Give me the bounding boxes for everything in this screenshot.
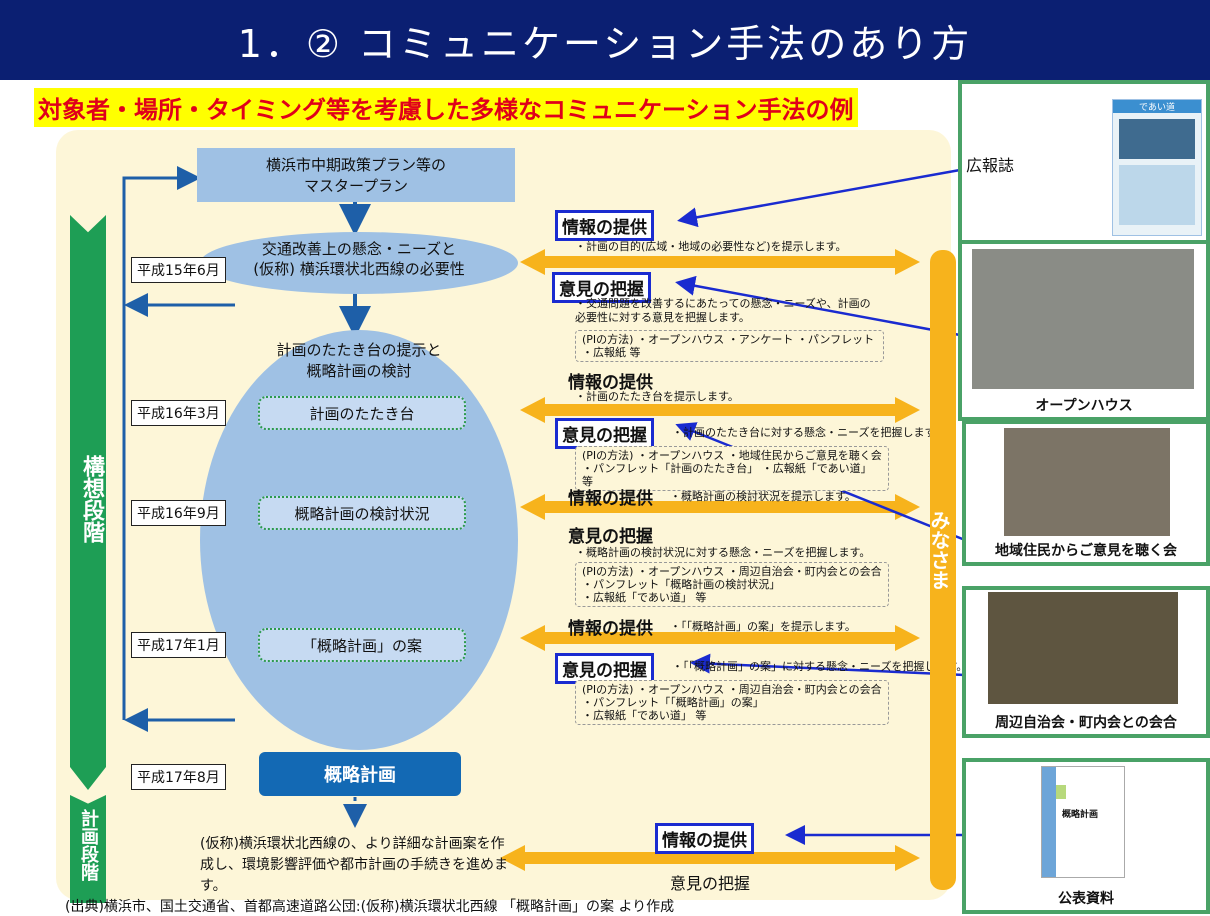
open-house-caption: オープンハウス — [1035, 398, 1133, 414]
info-text: ・計画のたたき台を提示します。 — [575, 390, 739, 403]
date-label: 平成16年3月 — [131, 400, 226, 426]
info-heading: 情報の提供 — [568, 489, 653, 509]
date-label: 平成17年1月 — [131, 632, 226, 658]
next-step-text: (仮称)横浜環状北西線の、より詳細な計画案を作 成し、環境影響評価や都市計画の手… — [200, 836, 508, 894]
opinion-text: ・計画のたたき台に対する懸念・ニーズを把握します。 — [672, 426, 946, 439]
public-doc-frame: 概略計画 公表資料 — [962, 758, 1210, 914]
public-doc-caption: 公表資料 — [1058, 891, 1114, 907]
minasama-label: みなさま — [927, 510, 951, 590]
an-box: 「概略計画」の案 — [258, 628, 466, 662]
date-label: 平成16年9月 — [131, 500, 226, 526]
opinion-heading: 意見の把握 — [555, 653, 654, 684]
info-heading: 情報の提供 — [555, 210, 654, 241]
master-plan-box: 横浜市中期政策プラン等の マスタープラン — [197, 148, 515, 202]
concept-stage-label: 構想段階 — [79, 455, 104, 543]
plan-stage-arrow: 計画段階 — [70, 795, 106, 903]
plan-stage-label: 計画段階 — [78, 809, 99, 881]
pi-methods: (PIの方法) ・オープンハウス ・地域住民からご意見を聴く会 ・パンフレット「… — [575, 446, 889, 491]
final-plan-box: 概略計画 — [259, 752, 461, 796]
kento-box: 概略計画の検討状況 — [258, 496, 466, 530]
residents-caption: 地域住民からご意見を聴く会 — [995, 543, 1177, 559]
tatakidai-title: 計画のたたき台の提示と 概略計画の検討 — [276, 341, 442, 380]
kohoshi-label: 広報誌 — [966, 156, 1015, 175]
jichikai-frame: 周辺自治会・町内会との会合 — [962, 586, 1210, 738]
document-title: 概略計画 — [1062, 810, 1099, 820]
opinion-heading: 意見の把握 — [568, 527, 653, 547]
newsletter-image: であい道 — [1112, 99, 1202, 236]
final-info-heading: 情報の提供 — [655, 823, 754, 854]
opinion-heading: 意見の把握 — [555, 418, 654, 449]
opinion-text: ・交通問題を改善するにあたっての懸念・ニーズや、計画の 必要性に対する意見を把握… — [575, 297, 871, 324]
big-ellipse — [200, 330, 518, 750]
residents-frame: 地域住民からご意見を聴く会 — [962, 420, 1210, 566]
residents-photo — [1004, 428, 1170, 536]
jichikai-caption: 周辺自治会・町内会との会合 — [995, 715, 1177, 731]
pi-methods: (PIの方法) ・オープンハウス ・アンケート ・パンフレット ・広報紙 等 — [575, 330, 884, 362]
tatakidai-box: 計画のたたき台 — [258, 396, 466, 430]
pi-methods: (PIの方法) ・オープンハウス ・周辺自治会・町内会との会合 ・パンフレット「… — [575, 562, 889, 607]
minasama-bar — [930, 250, 956, 890]
open-house-photo — [972, 249, 1194, 389]
source-note: (出典)横浜市、国土交通省、首都高速道路公団:(仮称)横浜環状北西線 「概略計画… — [65, 899, 675, 915]
info-heading: 情報の提供 — [568, 619, 653, 639]
final-opinion-label: 意見の把握 — [670, 874, 751, 893]
info-heading: 情報の提供 — [568, 373, 653, 393]
needs-ellipse — [200, 232, 518, 294]
info-text: ・「「概略計画」の案」を提示します。 — [670, 620, 856, 633]
newsletter-title: であい道 — [1113, 100, 1201, 113]
subtitle: 対象者・場所・タイミング等を考慮した多様なコミュニケーション手法の例 — [34, 88, 858, 127]
document-image: 概略計画 — [1041, 766, 1125, 878]
opinion-text: ・概略計画の検討状況に対する懸念・ニーズを把握します。 — [575, 546, 871, 559]
info-text: ・計画の目的(広域・地域の必要性など)を提示します。 — [575, 240, 847, 253]
kohoshi-frame: 広報誌 であい道 — [958, 80, 1210, 245]
opinion-heading: 意見の把握 — [552, 272, 651, 303]
pi-methods: (PIの方法) ・オープンハウス ・周辺自治会・町内会との会合 ・パンフレット「… — [575, 680, 889, 725]
concept-stage-arrow: 構想段階 — [70, 215, 106, 790]
opinion-text: ・「「概略計画」の案」に対する懸念・ニーズを把握します。 — [672, 660, 968, 673]
open-house-frame: オープンハウス — [958, 240, 1210, 421]
needs-text: 交通改善上の懸念・ニーズと (仮称) 横浜環状北西線の必要性 — [253, 240, 465, 278]
page-title: 1．② コミュニケーション手法のあり方 — [0, 0, 1210, 80]
info-text: ・概略計画の検討状況を提示します。 — [670, 490, 856, 503]
date-label: 平成17年8月 — [131, 764, 226, 790]
date-label: 平成15年6月 — [131, 257, 226, 283]
jichikai-photo — [988, 592, 1178, 704]
